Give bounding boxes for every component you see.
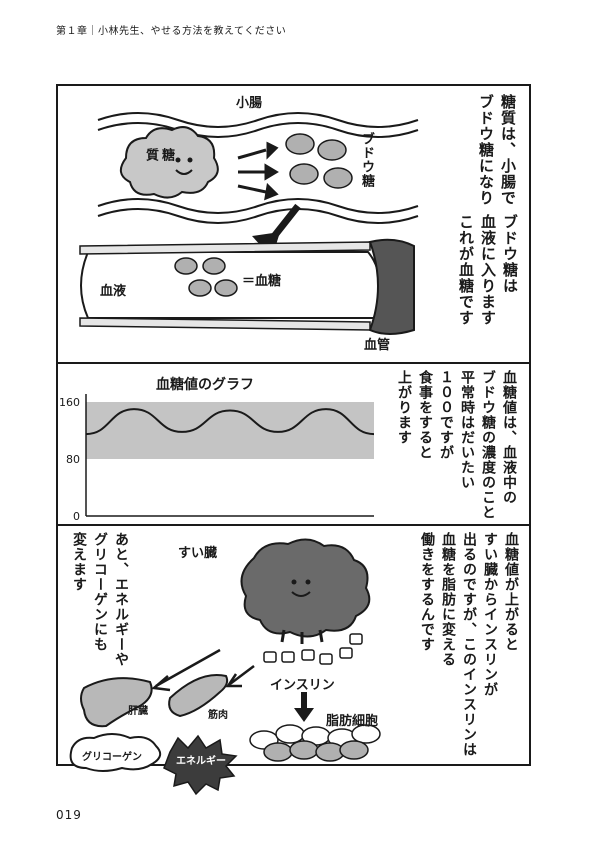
insulin-label: インスリン [270,678,335,693]
panel-graph: 血糖値のグラフ 160 80 0 血糖値は、血液中の ブドウ糖の濃度のこと 平常時は… [58,364,529,526]
page-number: 019 [56,808,82,822]
energy-burst [163,734,238,796]
graph-title: 血糖値のグラフ [156,377,254,393]
carb-cloud [119,126,219,199]
glucose-label: ブドウ糖 [359,132,374,188]
muscle-label: 筋肉 [208,710,228,721]
fat-cells [249,724,381,762]
energy-label: エネルギー [176,756,226,767]
blood-sugar-equals-label: ＝血糖 [242,274,282,289]
blood-sugar-line [85,408,375,436]
caption-side: あと、エネルギーや グリコーゲンにも 変えます [71,532,129,667]
liver-icon [80,677,153,728]
intestine-illustration [79,112,419,335]
caption-intestine: 糖質は、小腸で ブドウ糖になり [477,94,517,206]
glycogen-cloud [69,733,162,772]
panel-insulin: すい臓 インスリン 脂肪細胞 肝臓 筋肉 グリコーゲン エネルギー 血糖値が上が… [58,526,529,796]
carb-label: 糖 質 [143,148,174,162]
liver-label: 肝臓 [128,706,148,717]
down-arrow-icon [294,692,314,722]
caption-blood: ブドウ糖は 血液に入ります これが血糖です [457,214,519,326]
muscle-icon [168,674,229,718]
vessel-end [368,238,415,335]
blood-sugar-chart: 160 80 0 [59,394,375,523]
y-tick-label: 80 [66,453,80,466]
y-tick-label: 160 [59,396,80,409]
small-intestine-label: 小腸 [236,96,263,111]
pancreas-icon [240,538,371,638]
caption-insulin: 血糖値が上がると すい臓からインスリンが 出るのですが、このインスリンは 血糖を… [419,532,519,757]
blood-label: 血液 [100,284,127,299]
insulin-illustration [69,538,381,796]
glycogen-label: グリコーゲン [82,752,142,763]
chapter-header: 第１章｜小林先生、やせる方法を教えてください [56,26,287,37]
panel-intestine: 小腸 糖 質 ブドウ糖 血液 ＝血糖 血管 糖質は、小腸で ブドウ糖になり ブド… [58,86,529,364]
vessel-label: 血管 [364,338,391,353]
pancreas-label: すい臓 [178,546,218,561]
y-tick-label: 0 [73,510,80,523]
manga-page-frame: 小腸 糖 質 ブドウ糖 血液 ＝血糖 血管 糖質は、小腸で ブドウ糖になり ブド… [56,84,531,796]
fat-cell-label: 脂肪細胞 [326,714,379,729]
glucose-blobs [285,133,353,189]
caption-graph: 血糖値は、血液中の ブドウ糖の濃度のこと 平常時はだいたい １００ですが 食事を… [396,370,517,520]
